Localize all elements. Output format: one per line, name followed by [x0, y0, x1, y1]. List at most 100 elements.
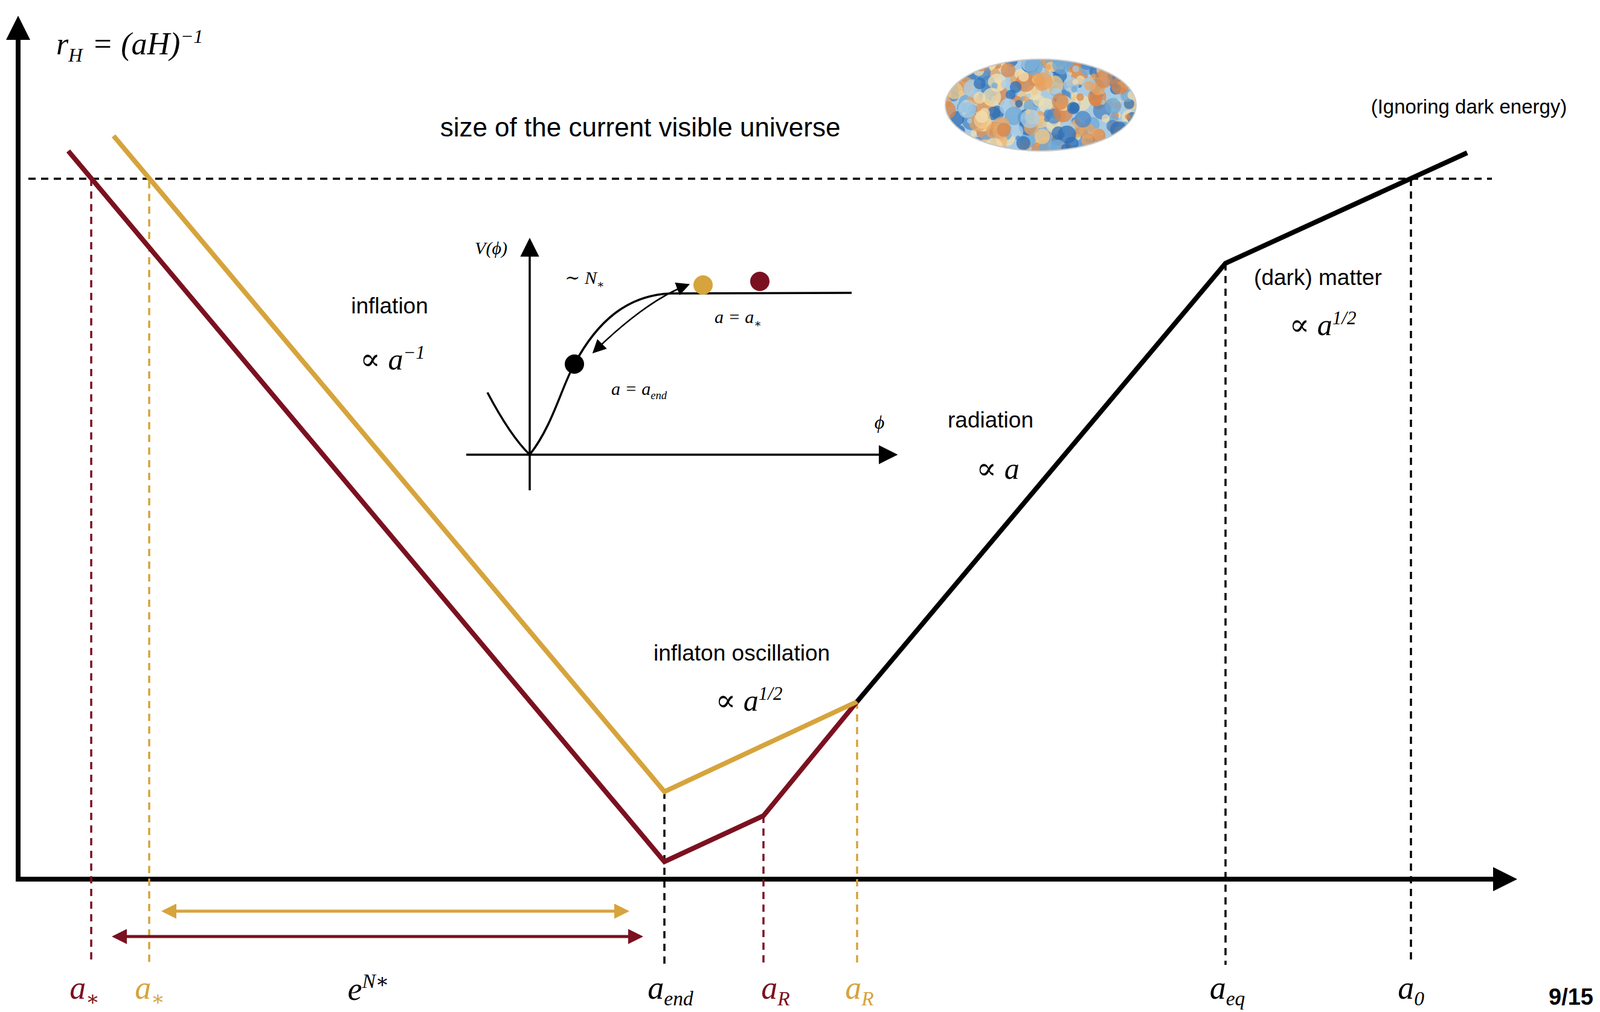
cmb-speck: [1115, 59, 1129, 73]
cmb-speck: [1124, 124, 1140, 140]
cmb-speck: [1015, 135, 1021, 142]
cmb-speck: [1000, 79, 1010, 89]
cmb-speck: [1045, 64, 1051, 71]
cmb-speck: [939, 54, 957, 72]
cmb-speck: [950, 128, 958, 136]
cmb-speck: [958, 90, 965, 97]
inset-label: ∗: [596, 277, 605, 291]
scaling-label: ∝ a: [359, 342, 403, 377]
inset-label: a = a: [611, 378, 651, 399]
cmb-speck: [984, 137, 1004, 157]
cmb-speck: [1089, 93, 1103, 107]
cmb-speck: [991, 82, 998, 90]
scaling-label: ∝ a: [1289, 308, 1333, 342]
cmb-speck: [1025, 108, 1031, 114]
cmb-speck: [1010, 125, 1024, 138]
potential-inset: [466, 241, 894, 491]
inset-axis-label: ϕ: [874, 411, 885, 434]
scale-markers: [91, 178, 1411, 966]
cmb-speck: [969, 51, 986, 68]
cmb-speck: [1018, 71, 1029, 82]
phase-label: inflaton oscillation: [653, 640, 830, 666]
tick-label: ∗: [85, 987, 100, 1010]
x-axis: [15, 877, 1498, 882]
label-group: ∝ a: [976, 452, 1019, 486]
cmb-speck: [1067, 102, 1080, 115]
cmb-speck: [1070, 86, 1077, 93]
label-group: ϕ: [874, 411, 885, 434]
efold-arrow-red: [114, 935, 641, 939]
inset-label: end: [650, 388, 667, 402]
tick-label: a: [69, 970, 86, 1007]
cmb-speck: [1104, 97, 1122, 115]
cmb-speck: [1072, 79, 1079, 86]
tick-label: R: [861, 987, 874, 1010]
cmb-speck: [1124, 140, 1138, 155]
cmb-speck: [1118, 61, 1131, 75]
label-group: V(ϕ): [474, 237, 508, 258]
cmb-speck: [1072, 65, 1079, 72]
cmb-speck: [1101, 114, 1110, 123]
cmb-speck: [1063, 76, 1080, 93]
cmb-speck: [973, 77, 986, 90]
cmb-speck: [961, 63, 971, 72]
tick-label: end: [663, 987, 693, 1010]
efold-label: N∗: [361, 970, 389, 993]
label-group: inflaton oscillation: [653, 641, 830, 667]
inset-axis-label: V(ϕ): [474, 237, 508, 258]
reference-label: size of the current visible universe: [440, 112, 841, 142]
cmb-speck: [1074, 111, 1092, 129]
cmb-speck: [1122, 64, 1136, 78]
label-group: ∼ N∗: [564, 267, 605, 291]
tick-label: a: [134, 970, 152, 1007]
visible-universe-line: [28, 177, 1492, 180]
cmb-speck: [967, 118, 973, 124]
cmb-speck: [953, 125, 966, 137]
label-group: aeq: [1209, 970, 1246, 1012]
cmb-speck: [954, 64, 966, 76]
cmb-speck: [958, 135, 969, 146]
label-group: aR: [761, 970, 790, 1012]
cmb-speck: [1000, 62, 1016, 78]
cmb-speck: [948, 127, 957, 135]
cmb-speck: [938, 101, 957, 120]
inset-label: ∗: [753, 317, 762, 330]
tick-label: R: [777, 987, 790, 1010]
horizon-curve-gold: [113, 135, 858, 792]
cmb-speck: [1121, 63, 1136, 78]
label-group: a∗: [134, 970, 165, 1012]
axis-label: = (aH): [91, 26, 180, 62]
cmb-speck: [1069, 102, 1080, 114]
label-group: rH= (aH)−1: [56, 25, 203, 66]
cmb-speck: [1044, 115, 1051, 123]
cmb-map: [938, 51, 1144, 160]
label-group: inflation: [350, 294, 429, 319]
cmb-speck: [1052, 93, 1069, 110]
cmb-speck: [976, 58, 982, 65]
cmb-speck: [944, 79, 954, 89]
cmb-speck: [953, 143, 960, 149]
label-group: a0: [1397, 970, 1425, 1012]
tick-label: eq: [1226, 987, 1246, 1010]
cmb-speck: [1095, 70, 1114, 89]
label-group: ∝ a1/2: [715, 683, 783, 719]
label-group: radiation: [947, 408, 1034, 434]
cmb-speck: [1124, 138, 1143, 158]
note: (Ignoring dark energy): [1371, 95, 1568, 118]
cmb-speck: [945, 65, 954, 74]
label-group: (dark) matter: [1253, 265, 1382, 291]
label-group: (Ignoring dark energy): [1371, 96, 1568, 118]
cmb-speck: [1032, 94, 1045, 107]
label-group: a = a∗: [714, 306, 762, 330]
cmb-speck: [1110, 60, 1124, 74]
cmb-speck: [944, 73, 957, 86]
label-group: ∝ a−1: [359, 342, 426, 377]
cmb-speck: [953, 67, 964, 77]
cmb-speck: [971, 53, 990, 72]
label-group: aend: [647, 970, 693, 1012]
cmb-speck: [949, 127, 957, 135]
efold-label: e: [347, 971, 362, 1008]
label-group: eN∗: [347, 970, 389, 1008]
cmb-speck: [1122, 126, 1134, 138]
